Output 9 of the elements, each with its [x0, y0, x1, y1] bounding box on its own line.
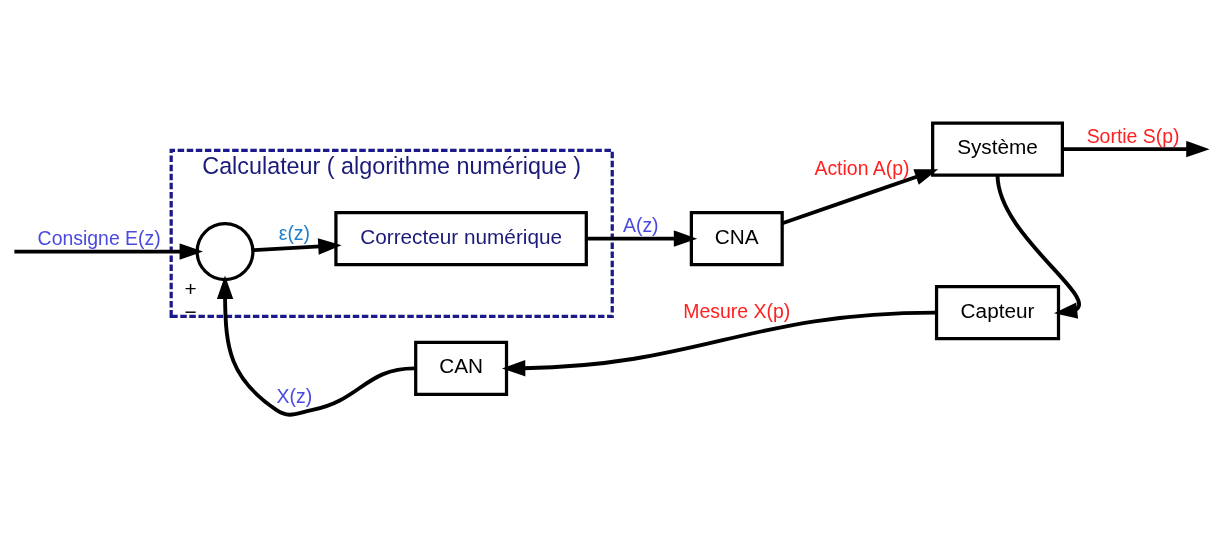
edge-label: Consigne E(z): [37, 227, 161, 250]
edge-label: Sortie S(p): [1086, 124, 1180, 147]
edge-label: ε(z): [278, 221, 311, 244]
edge-label: A(z): [622, 214, 659, 237]
edge-label: Action A(p): [814, 157, 910, 180]
node-label: −: [184, 300, 197, 324]
node-label: +: [184, 277, 197, 301]
edge-label: X(z): [276, 385, 313, 408]
edge-label: Mesure X(p): [683, 299, 791, 322]
